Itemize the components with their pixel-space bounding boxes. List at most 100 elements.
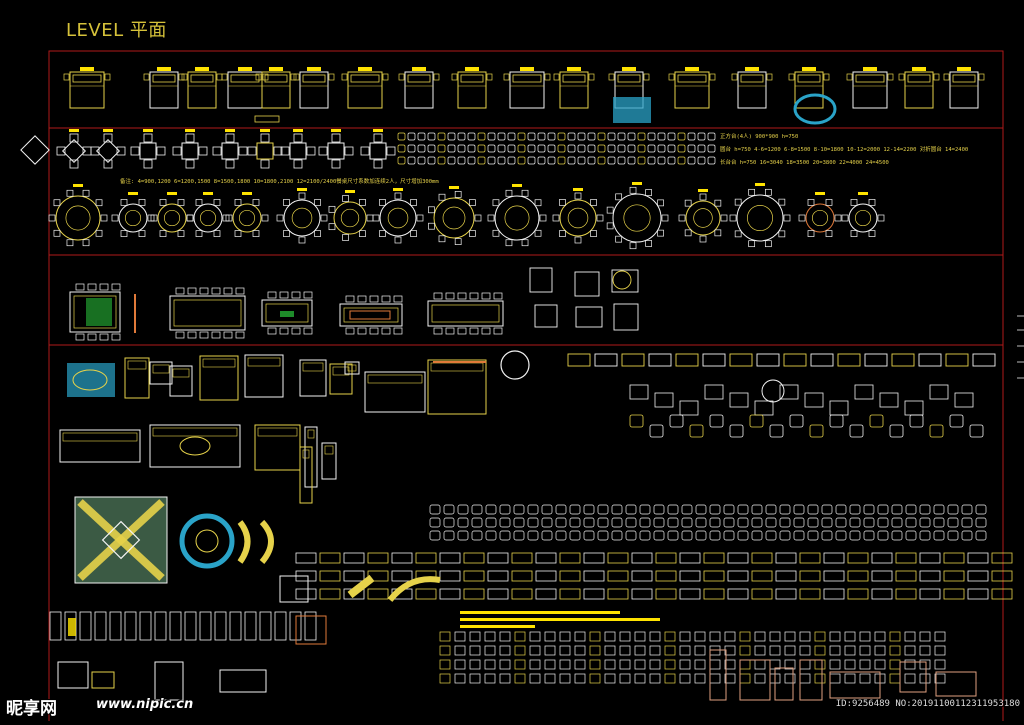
round-table-chair [657, 199, 664, 207]
chair-strip-item [627, 156, 636, 165]
round-table-label-bar [167, 192, 177, 195]
long-table-chair [291, 291, 301, 299]
chair-row-item [933, 530, 945, 541]
sofa-row-item [367, 570, 389, 582]
chair-row-item [807, 504, 819, 515]
chair-row-item [821, 530, 833, 541]
nightstand [262, 73, 269, 81]
bottom-cabinet [57, 661, 89, 689]
chair-row-item [471, 530, 483, 541]
round-table-chair [574, 192, 582, 200]
bed-icon [904, 71, 934, 109]
bed-pillow [407, 74, 431, 83]
chair-row-item [597, 517, 609, 528]
chair-strip-item [587, 144, 596, 153]
round-table-chair [366, 214, 374, 222]
bed-label-bar [957, 67, 971, 71]
right-scroll-ticks[interactable] [1017, 315, 1024, 379]
dining-chair [260, 133, 270, 143]
small-fixture [649, 645, 661, 656]
block-library[interactable] [20, 67, 1013, 701]
long-table-chair [279, 291, 289, 299]
watermark-id: ID:9256489 NO:20191100112311953180 [835, 699, 1020, 709]
long-table-chair [303, 291, 313, 299]
chair-strip-item [407, 132, 416, 141]
dining-chair [156, 146, 166, 156]
sofa-row-item [559, 570, 581, 582]
round-table-chair [394, 236, 402, 244]
round-table-chair [95, 199, 103, 207]
sofa-row-item [559, 588, 581, 600]
bed-pillow [907, 74, 931, 83]
chair-row-item [443, 504, 455, 515]
chair-strip-item [437, 156, 446, 165]
round-table-label-bar [203, 192, 213, 195]
sofa-row-item [343, 552, 365, 564]
cabinet-elevation [169, 611, 182, 641]
watermark-url: www.nipic.cn [96, 697, 194, 712]
round-table-center [746, 205, 773, 232]
sofa-row-item [391, 552, 413, 564]
small-fixture [604, 645, 616, 656]
round-table-label-bar [73, 184, 83, 187]
sofa-back [347, 364, 357, 372]
bed-label-bar [802, 67, 816, 71]
round-table-label-bar [698, 189, 708, 192]
small-fixture [904, 659, 916, 670]
sofa-row-item [799, 570, 821, 582]
dining-chair [143, 159, 153, 169]
living-sofa-set [299, 446, 313, 504]
sofa-row-item [463, 570, 485, 582]
small-fixture [679, 645, 691, 656]
chair-strip-item [527, 156, 536, 165]
long-table-chair [493, 327, 503, 335]
chair-row-item [961, 504, 973, 515]
small-fixture [499, 631, 511, 642]
nightstand [433, 73, 440, 81]
small-fixture [619, 645, 631, 656]
round-table-chair [213, 199, 221, 206]
chair-strip-item [447, 156, 456, 165]
dining-chair [69, 133, 79, 143]
long-table-chair [481, 292, 491, 300]
corner-furniture [529, 267, 553, 293]
round-table-chair [379, 199, 386, 206]
small-fixture [724, 673, 736, 684]
round-table-chair [111, 214, 119, 222]
dining-chair [247, 146, 257, 156]
small-fixture [634, 645, 646, 656]
round-table-chair [177, 230, 185, 237]
chair-row-item [793, 517, 805, 528]
chair-row-item [555, 530, 567, 541]
round-table-chair [283, 199, 290, 206]
chair-row-item [849, 530, 861, 541]
round-table-chair [252, 199, 260, 206]
chair-row-item [527, 517, 539, 528]
living-sofa-set [329, 363, 353, 395]
long-table-chair [433, 292, 443, 300]
round-table-chair [629, 242, 637, 250]
chair-strip-item [427, 144, 436, 153]
round-table-center [291, 207, 313, 229]
small-fixture [784, 631, 796, 642]
nightstand [143, 73, 150, 81]
decor-block [709, 649, 727, 701]
round-dining-table [685, 200, 721, 236]
sofa-row-item [487, 552, 509, 564]
long-table-chair [457, 327, 467, 335]
dining-square-table [95, 138, 121, 164]
small-fixture [814, 673, 826, 684]
dining-chair [331, 159, 341, 169]
round-table-chair [645, 240, 652, 247]
dining-chair [103, 159, 113, 169]
lounge-chair [749, 414, 764, 428]
sofa-row-item [775, 570, 797, 582]
small-fixture [694, 631, 706, 642]
long-table-chair [433, 327, 443, 335]
round-table-chair [807, 199, 815, 206]
small-fixture [514, 631, 526, 642]
chair-row-item [849, 517, 861, 528]
chair-row-item [709, 517, 721, 528]
